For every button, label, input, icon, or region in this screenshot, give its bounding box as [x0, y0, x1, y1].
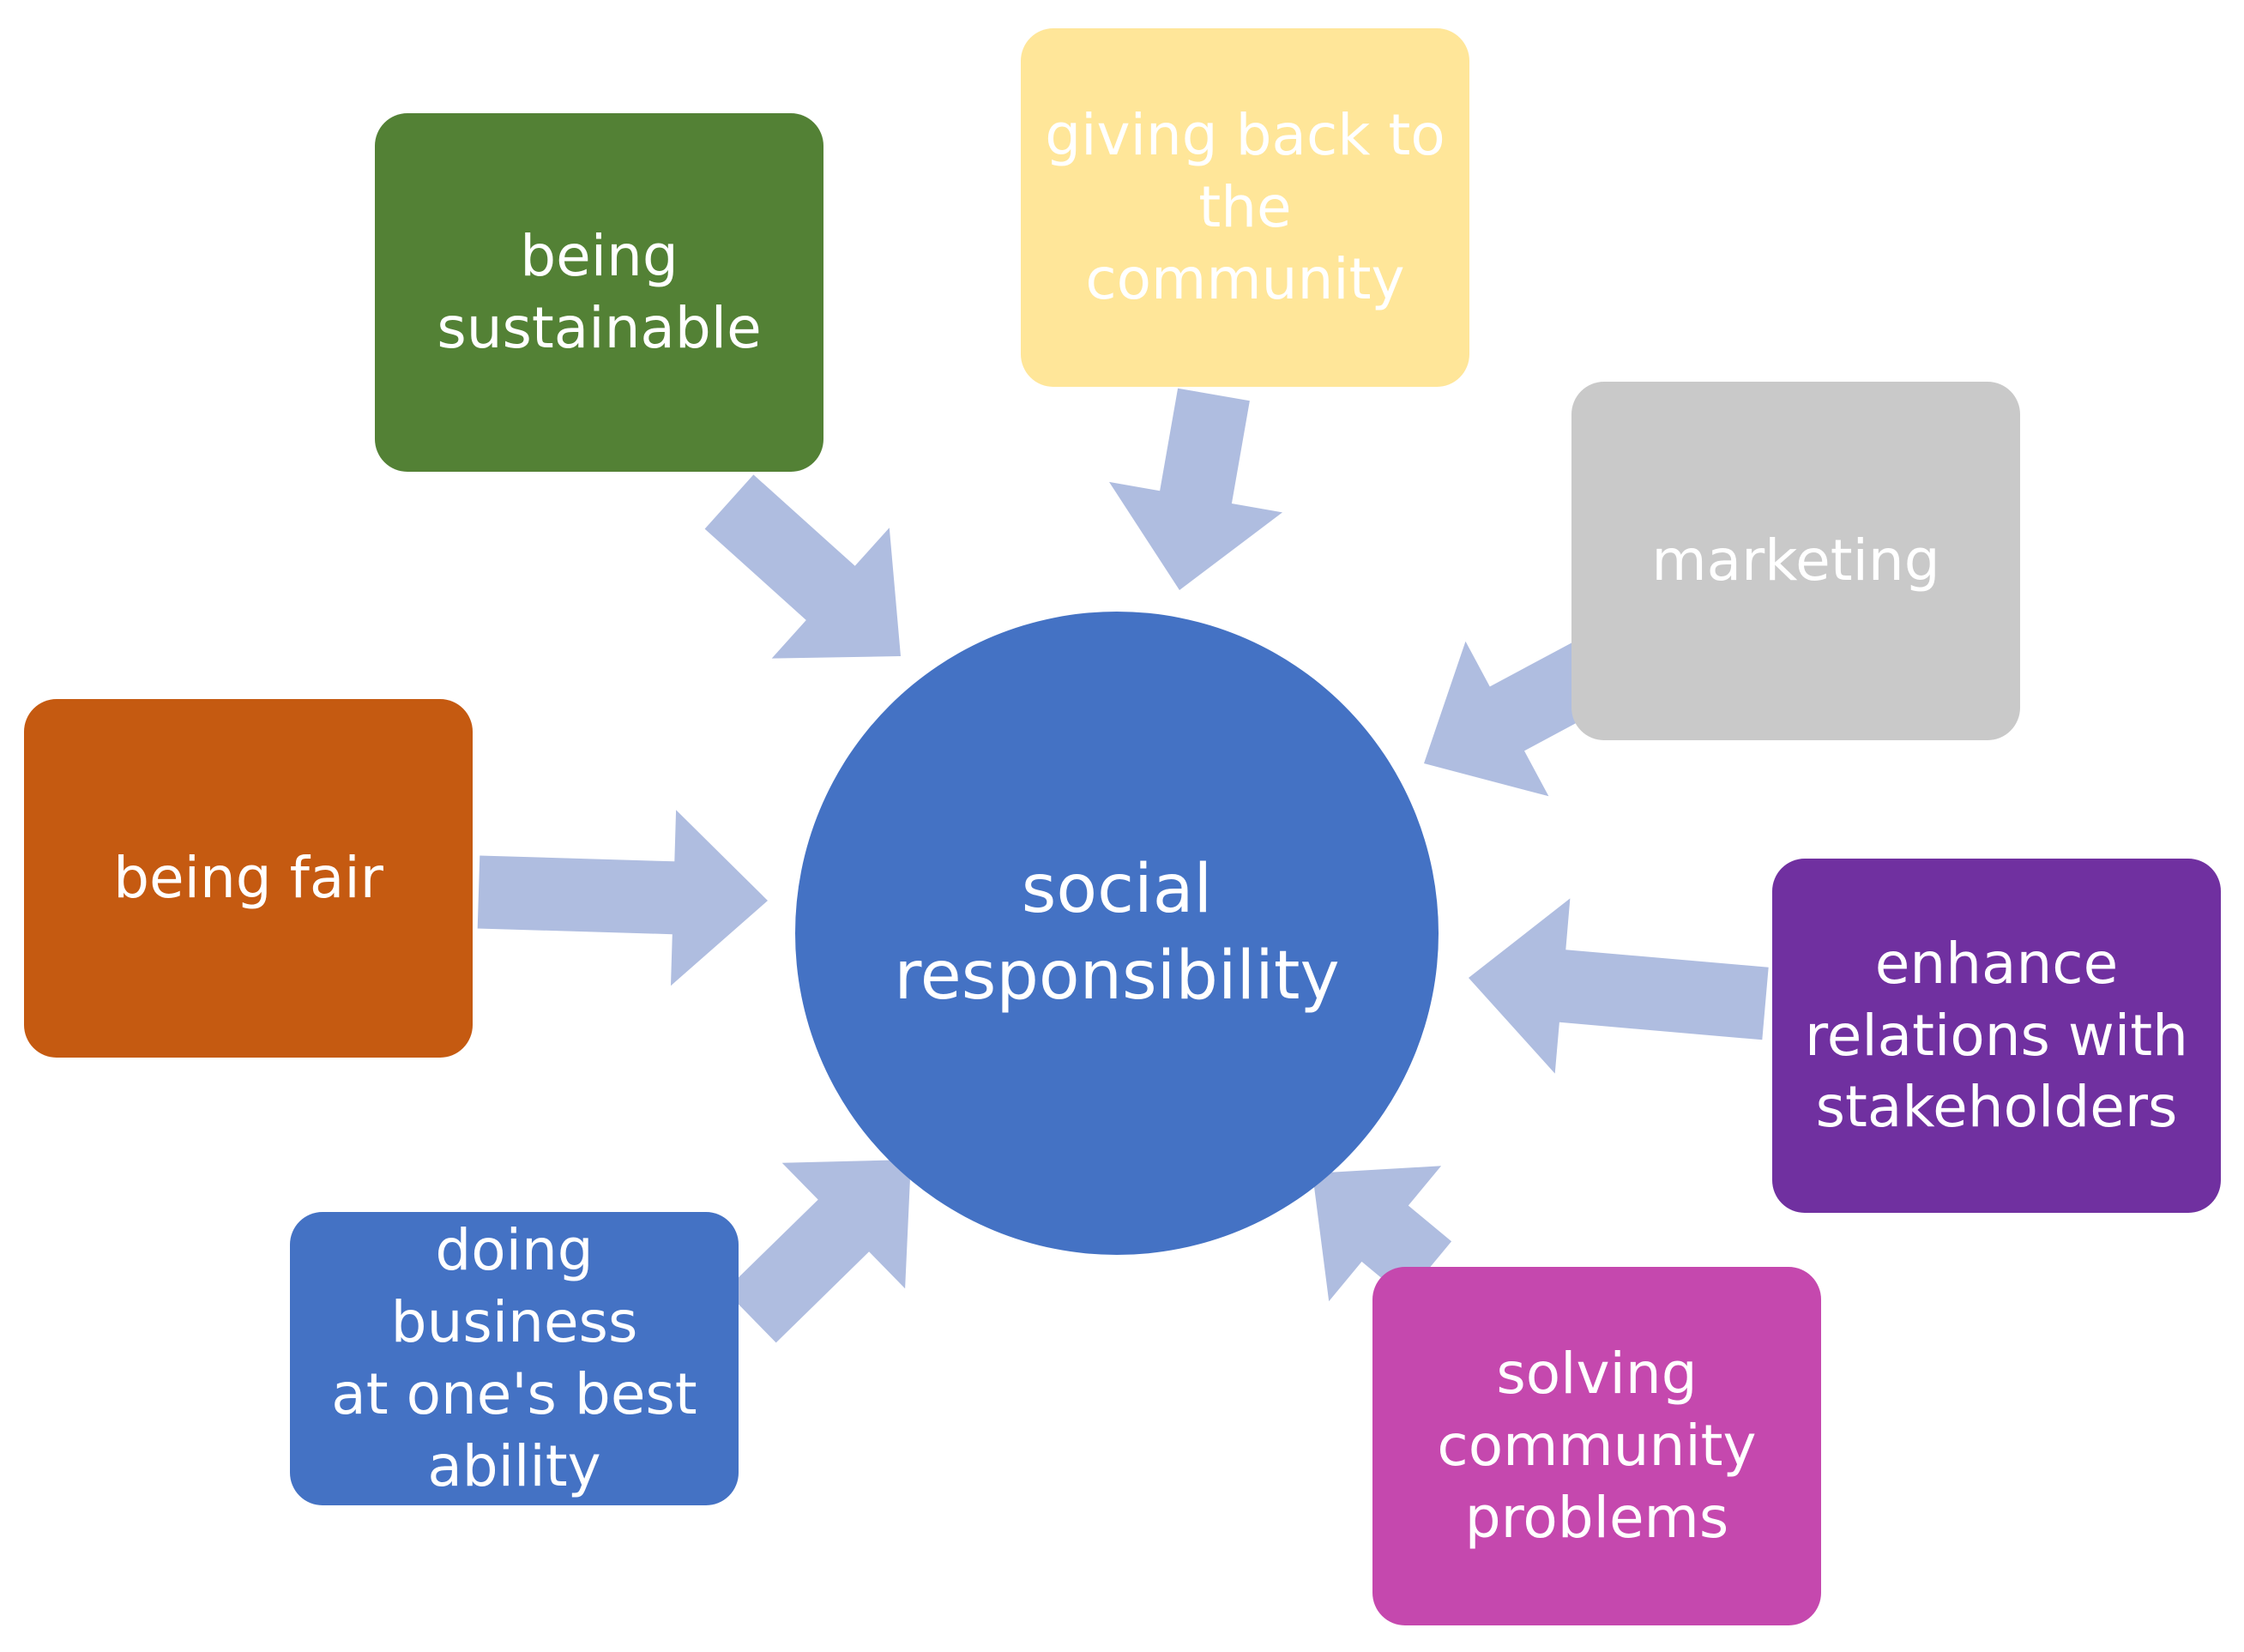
- arrow-from-being-sustainable: [704, 474, 901, 659]
- node-label-enhance-relations: enhance relations with stakeholders: [1805, 930, 2188, 1141]
- arrow-from-giving-back: [1109, 388, 1282, 590]
- arrow-from-marketing: [1424, 636, 1618, 797]
- node-label-being-fair: being fair: [113, 845, 383, 912]
- arrow-from-doing-business: [725, 1160, 911, 1343]
- node-doing-business: doing business at one's best ability: [290, 1212, 739, 1505]
- node-giving-back: giving back to the community: [1021, 28, 1469, 387]
- node-label-marketing: marketing: [1651, 528, 1940, 594]
- node-being-fair: being fair: [24, 699, 473, 1058]
- node-marketing: marketing: [1571, 382, 2020, 740]
- node-label-being-sustainable: being sustainable: [437, 223, 762, 361]
- node-label-solving-problems: solving community problems: [1437, 1341, 1757, 1551]
- node-solving-problems: solving community problems: [1372, 1267, 1821, 1625]
- center-label: social responsibility: [894, 850, 1340, 1015]
- node-enhance-relations: enhance relations with stakeholders: [1772, 859, 2221, 1213]
- arrow-from-being-fair: [477, 810, 768, 986]
- node-being-sustainable: being sustainable: [375, 113, 823, 472]
- node-label-giving-back: giving back to the community: [1045, 102, 1445, 312]
- arrow-from-enhance-relations: [1469, 898, 1769, 1074]
- node-label-doing-business: doing business at one's best ability: [331, 1217, 697, 1499]
- center-hub: social responsibility: [795, 612, 1439, 1255]
